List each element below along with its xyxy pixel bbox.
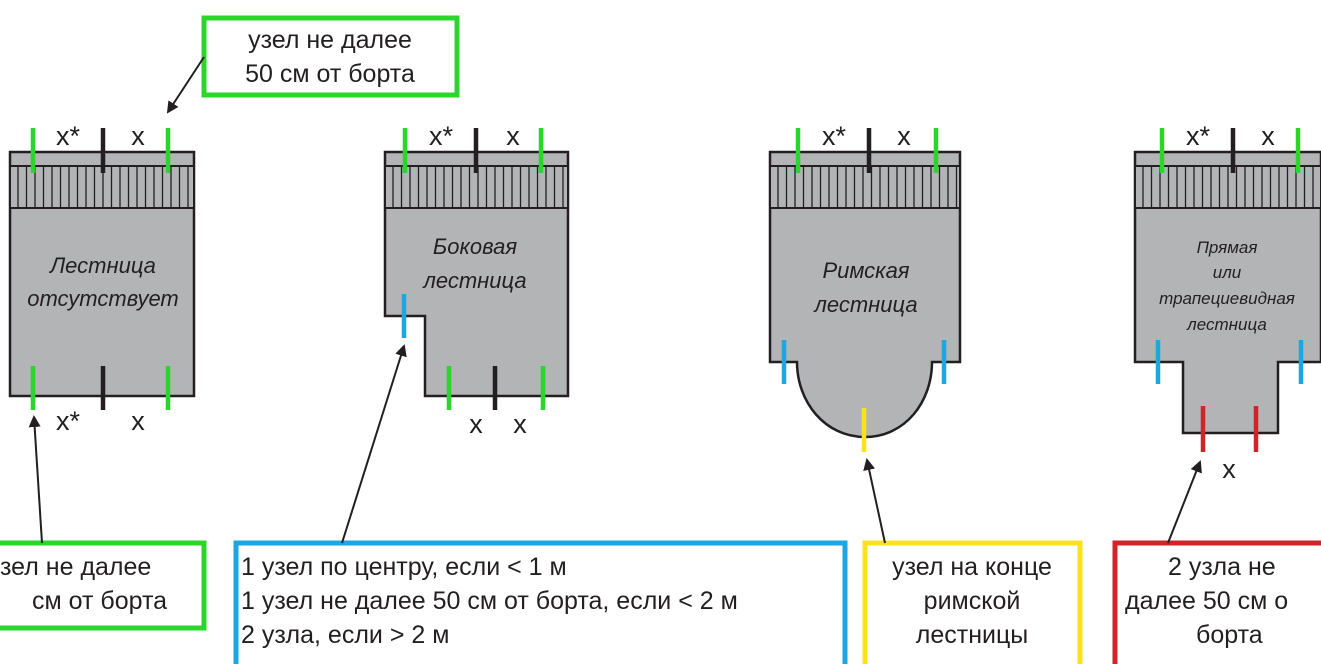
- lane-ribs: [17, 166, 189, 208]
- mark-x: x: [513, 409, 527, 439]
- pool-label-line1: Лестница: [48, 253, 156, 278]
- pool-label-line2: отсутствует: [27, 286, 179, 311]
- lane-strip: [769, 165, 961, 209]
- callout-frame: [201, 15, 460, 98]
- callout-blue: 1 узел по центру, если < 1 м 1 узел не д…: [233, 540, 848, 664]
- callout-text-line2: 1 узел не далее 50 см от борта, если < 2…: [241, 587, 738, 615]
- pool-side-stairs: x* x x x Боковая лестница: [383, 121, 570, 439]
- callout-frame: [862, 540, 1083, 664]
- callout-text-line3: 2 узла, если > 2 м: [241, 621, 449, 649]
- pool-no-stairs: x* x x* x Лестница отсутствует: [8, 121, 196, 436]
- pool-label-line2: или: [1213, 263, 1242, 282]
- arrow-blue: [341, 344, 407, 544]
- pool-label-line2: лестница: [421, 268, 526, 293]
- arrow-top-green: [166, 56, 205, 114]
- mark-x: x: [1222, 454, 1236, 484]
- callout-text-line3: борта: [1196, 621, 1263, 649]
- callout-text-line1: узел на конце: [892, 553, 1052, 581]
- callout-text-line2: далее 50 см о: [1125, 587, 1288, 615]
- callout-frame: [0, 540, 207, 631]
- mark-x: x: [131, 406, 145, 436]
- arrow-red: [1167, 460, 1202, 544]
- pool-label-line2: лестница: [812, 292, 917, 317]
- mark-x-star: x*: [822, 121, 847, 151]
- mark-x-star: x*: [56, 121, 81, 151]
- callout-text-line1: 1 узел по центру, если < 1 м: [241, 553, 567, 581]
- pool-body: [1133, 150, 1321, 435]
- callout-frame: [233, 540, 848, 664]
- pool-body: [383, 150, 570, 398]
- mark-x: x: [1261, 121, 1275, 151]
- callout-text-line1: зел не далее: [0, 553, 151, 581]
- pool-label-line3: трапециевидная: [1159, 289, 1295, 308]
- callout-text-line2: см от борта: [32, 587, 167, 615]
- mark-x-star: x*: [1186, 121, 1211, 151]
- arrow-yellow: [863, 458, 886, 544]
- pool-label-line1: Прямая: [1197, 238, 1258, 257]
- callout-frame: [1112, 540, 1321, 664]
- mark-x-star: x*: [429, 121, 454, 151]
- callout-red: 2 узла не далее 50 см о борта: [1112, 540, 1321, 664]
- mark-x: x: [131, 121, 145, 151]
- pool-label-line1: Боковая: [433, 234, 517, 259]
- arrow-bottom-green: [28, 415, 43, 544]
- pool-roman-stairs: x* x Римская лестница: [768, 121, 962, 452]
- callout-text-line1: узел не далее: [248, 26, 412, 54]
- mark-x: x: [469, 409, 483, 439]
- lane-ribs: [777, 166, 958, 208]
- mark-x: x: [897, 121, 911, 151]
- callout-text-line2: 50 см от борта: [245, 60, 415, 88]
- callout-top-green: узел не далее 50 см от борта: [201, 15, 460, 98]
- callout-text-line3: лестницы: [916, 621, 1029, 649]
- callout-text-line2: римской: [924, 587, 1021, 615]
- pool-label-line4: лестница: [1186, 315, 1267, 334]
- callout-yellow: узел на конце римской лестницы: [862, 540, 1083, 664]
- pool-label-line1: Римская: [822, 258, 909, 283]
- mark-x: x: [506, 121, 520, 151]
- mark-x-star: x*: [56, 406, 81, 436]
- pool-straight-stairs: x* x x Прямая или трапециевидная лестниц…: [1133, 121, 1321, 484]
- lane-ribs: [1142, 166, 1314, 208]
- callout-bottom-green: зел не далее см от борта: [0, 540, 207, 631]
- lane-ribs: [392, 166, 564, 208]
- callout-text-line1: 2 узла не: [1168, 553, 1276, 581]
